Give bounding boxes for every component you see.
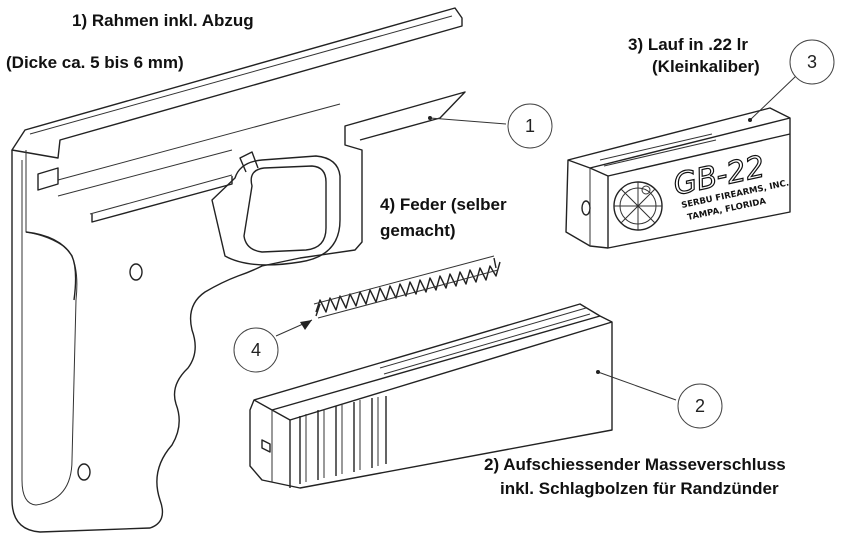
callout-3: 3 [748,39,835,122]
spring-note: gemacht) [380,221,456,240]
spring-part [313,255,501,319]
barrel-note: (Kleinkaliber) [652,57,760,76]
frame-part [11,7,466,533]
bolt-title: 2) Aufschiessender Masseverschluss [484,455,786,474]
callout-3-number: 3 [807,52,817,72]
callout-4-number: 4 [251,340,261,360]
callout-4: 4 [233,319,313,373]
frame-note: (Dicke ca. 5 bis 6 mm) [6,53,184,72]
callout-1-number: 1 [525,116,535,136]
frame-title: 1) Rahmen inkl. Abzug [72,11,254,30]
spring-title: 4) Feder (selber [380,195,507,214]
callout-2-number: 2 [695,396,705,416]
callout-1: 1 [428,103,553,149]
callout-2: 2 [596,370,723,429]
barrel-title: 3) Lauf in .22 lr [628,35,748,54]
barrel-part: GB-22 SERBU FIREARMS, INC. TAMPA, FLORID… [565,107,791,249]
bolt-part [249,303,613,489]
bolt-note: inkl. Schlagbolzen für Randzünder [500,479,779,498]
